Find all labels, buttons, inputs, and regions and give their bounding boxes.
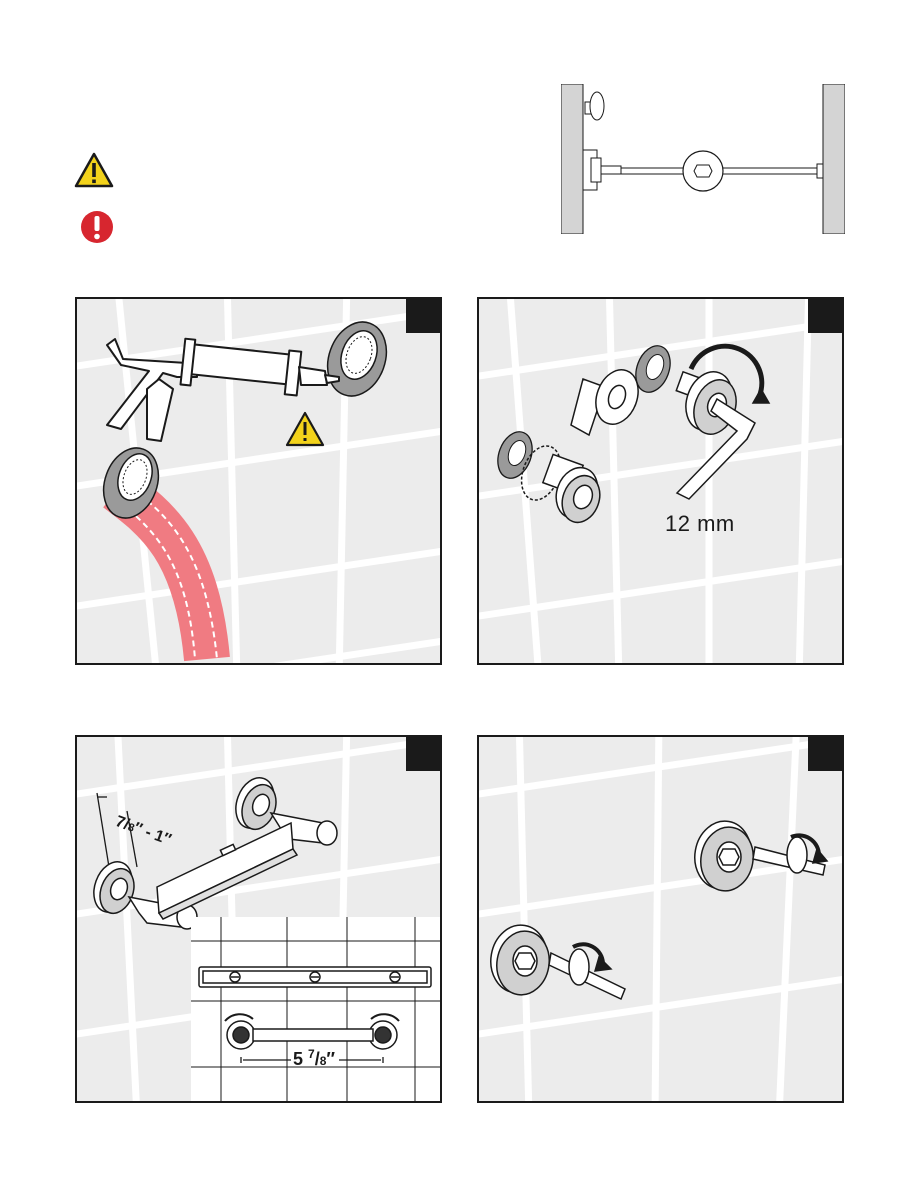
step-marker [808, 737, 842, 771]
fitting-spacing-label: 5 7/8″ [293, 1047, 335, 1070]
step-marker [406, 737, 440, 771]
fitting-with-hex-key-icon [676, 346, 769, 499]
step-panel-c: 7/8″ - 1″ [75, 735, 442, 1103]
level-detail-inset: 5 7/8″ [191, 917, 440, 1103]
upper-flange-icon [690, 817, 827, 895]
step-panel-b: 12 mm [477, 297, 844, 665]
spirit-level-icon [157, 823, 297, 919]
eccentric-fitting-icon [543, 454, 606, 527]
step-panel-a [75, 297, 442, 665]
exclamation-circle-icon [80, 210, 114, 244]
cap-icon [585, 92, 604, 120]
wall-opening-upper-icon [318, 314, 397, 405]
step-marker [406, 299, 440, 333]
step-panel-d [477, 735, 844, 1103]
wall-cross-section-diagram [561, 84, 845, 234]
step-marker [808, 299, 842, 333]
thread-seal-tape-icon [571, 364, 645, 435]
inset-fittings-icon [225, 1014, 399, 1049]
hex-key-size-label: 12 mm [665, 511, 735, 537]
warning-triangle-icon [74, 152, 114, 188]
inset-level-icon [199, 967, 431, 987]
lower-flange-icon [486, 921, 625, 999]
warning-triangle-icon [287, 413, 323, 445]
